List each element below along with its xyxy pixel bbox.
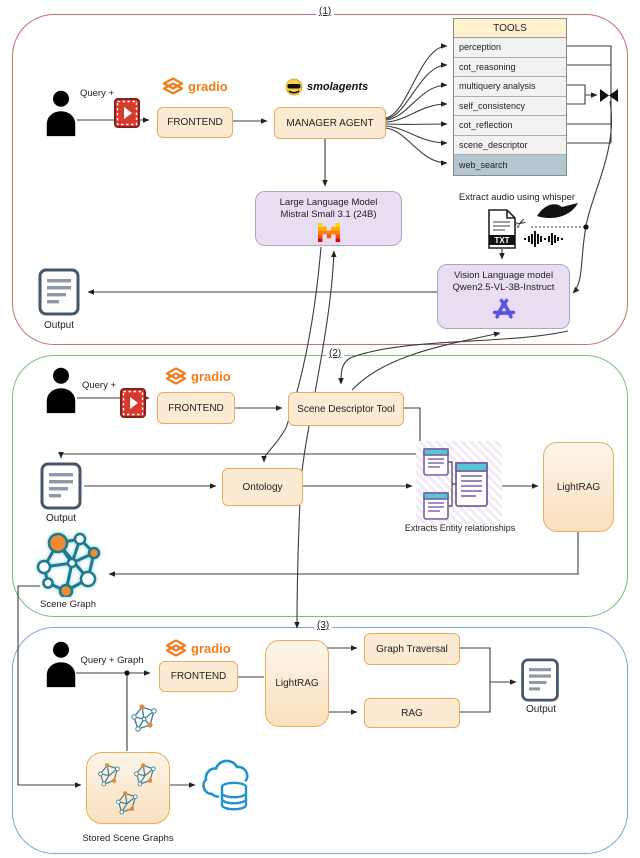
tool-row-web-search: web_search	[454, 155, 566, 175]
tools-table: TOOLS perception cot_reasoning multiquer…	[453, 18, 567, 176]
cloud-database-icon	[200, 753, 254, 813]
tools-convergence-x	[600, 89, 618, 102]
entity-relationships-icon	[416, 441, 502, 525]
user-icon-1	[45, 89, 77, 137]
output-icon-3	[520, 658, 560, 702]
graph-traversal-box: Graph Traversal	[364, 633, 460, 665]
user-icon-3	[45, 640, 77, 688]
stored-scene-graphs-label: Stored Scene Graphs	[82, 833, 174, 844]
gradio-label-2: gradio	[191, 368, 231, 384]
tool-row-scene-descriptor: scene_descriptor	[454, 135, 566, 155]
gradio-icon	[165, 639, 187, 657]
section-1-tag: (1)	[316, 6, 335, 17]
gradio-brand-1: gradio	[162, 76, 228, 96]
gradio-brand-2: gradio	[165, 366, 231, 386]
video-icon-1	[114, 98, 140, 128]
mistral-icon	[317, 222, 340, 242]
output-label-1: Output	[43, 320, 75, 331]
txt-badge-text: TXT	[494, 236, 509, 245]
query-graph-junction-dot	[124, 670, 130, 676]
whisper-label: Extract audio using whisper	[458, 192, 576, 203]
mini-scene-graph-icon	[130, 703, 158, 733]
frontend-box-3: FRONTEND	[159, 661, 238, 692]
lightrag-box-3: LightRAG	[265, 640, 329, 727]
tool-row-cot-reasoning: cot_reasoning	[454, 57, 566, 77]
entities-label: Extracts Entity relationships	[404, 523, 516, 533]
query-label-2: Query +	[81, 380, 117, 391]
output-icon-2	[40, 462, 82, 510]
frontend-box-2: FRONTEND	[157, 392, 235, 424]
whisper-bird-icon	[536, 201, 580, 221]
query-label-1: Query +	[79, 88, 115, 99]
output-label-3: Output	[525, 704, 557, 715]
user-icon-2	[45, 366, 77, 414]
stored-scene-graphs-box	[86, 752, 170, 824]
query-graph-label: Query + Graph	[80, 655, 144, 666]
vlm-line2: Qwen2.5-VL-3B-Instruct	[452, 282, 555, 294]
rag-box: RAG	[364, 698, 460, 728]
gradio-brand-3: gradio	[165, 638, 231, 658]
vlm-qwen-box: Vision Language model Qwen2.5-VL-3B-Inst…	[437, 264, 570, 329]
scene-graph-icon	[34, 531, 102, 597]
section-2-frame	[12, 355, 628, 617]
txt-file-icon: TXT	[487, 209, 517, 249]
smolagents-label: smolagents	[307, 81, 369, 93]
scene-descriptor-tool-box: Scene Descriptor Tool	[288, 392, 404, 426]
gradio-label-3: gradio	[191, 640, 231, 656]
section-3-tag: (3)	[314, 620, 333, 631]
manager-agent-box: MANAGER AGENT	[274, 107, 386, 139]
llm-line2: Mistral Small 3.1 (24B)	[280, 209, 377, 221]
gradio-label-1: gradio	[188, 78, 228, 94]
smolagents-brand: smolagents	[285, 78, 368, 96]
stored-graphs-icons	[98, 763, 156, 815]
output-icon-1	[38, 268, 80, 316]
tool-row-cot-reflection: cot_reflection	[454, 116, 566, 136]
qwen-icon	[492, 298, 515, 319]
section-2-tag: (2)	[326, 348, 345, 359]
tools-header: TOOLS	[454, 19, 566, 38]
tool-row-perception: perception	[454, 38, 566, 58]
gradio-icon	[162, 77, 184, 95]
vlm-line1: Vision Language model	[453, 270, 554, 281]
audio-waveform-icon	[524, 230, 564, 248]
output-label-2: Output	[45, 513, 77, 524]
llm-line1: Large Language Model	[279, 197, 378, 208]
audio-junction-dot	[583, 224, 589, 230]
tool-row-multiquery-analysis: multiquery analysis	[454, 77, 566, 97]
video-icon-2	[120, 388, 146, 418]
gradio-icon	[165, 367, 187, 385]
scene-graph-label: Scene Graph	[40, 599, 96, 610]
lightrag-box-2: LightRAG	[543, 442, 614, 532]
smolagents-icon	[285, 78, 303, 96]
frontend-box-1: FRONTEND	[157, 107, 233, 138]
ontology-box: Ontology	[222, 468, 303, 506]
tool-row-self-consistency: self_consistency	[454, 96, 566, 116]
llm-mistral-box: Large Language Model Mistral Small 3.1 (…	[255, 191, 402, 246]
